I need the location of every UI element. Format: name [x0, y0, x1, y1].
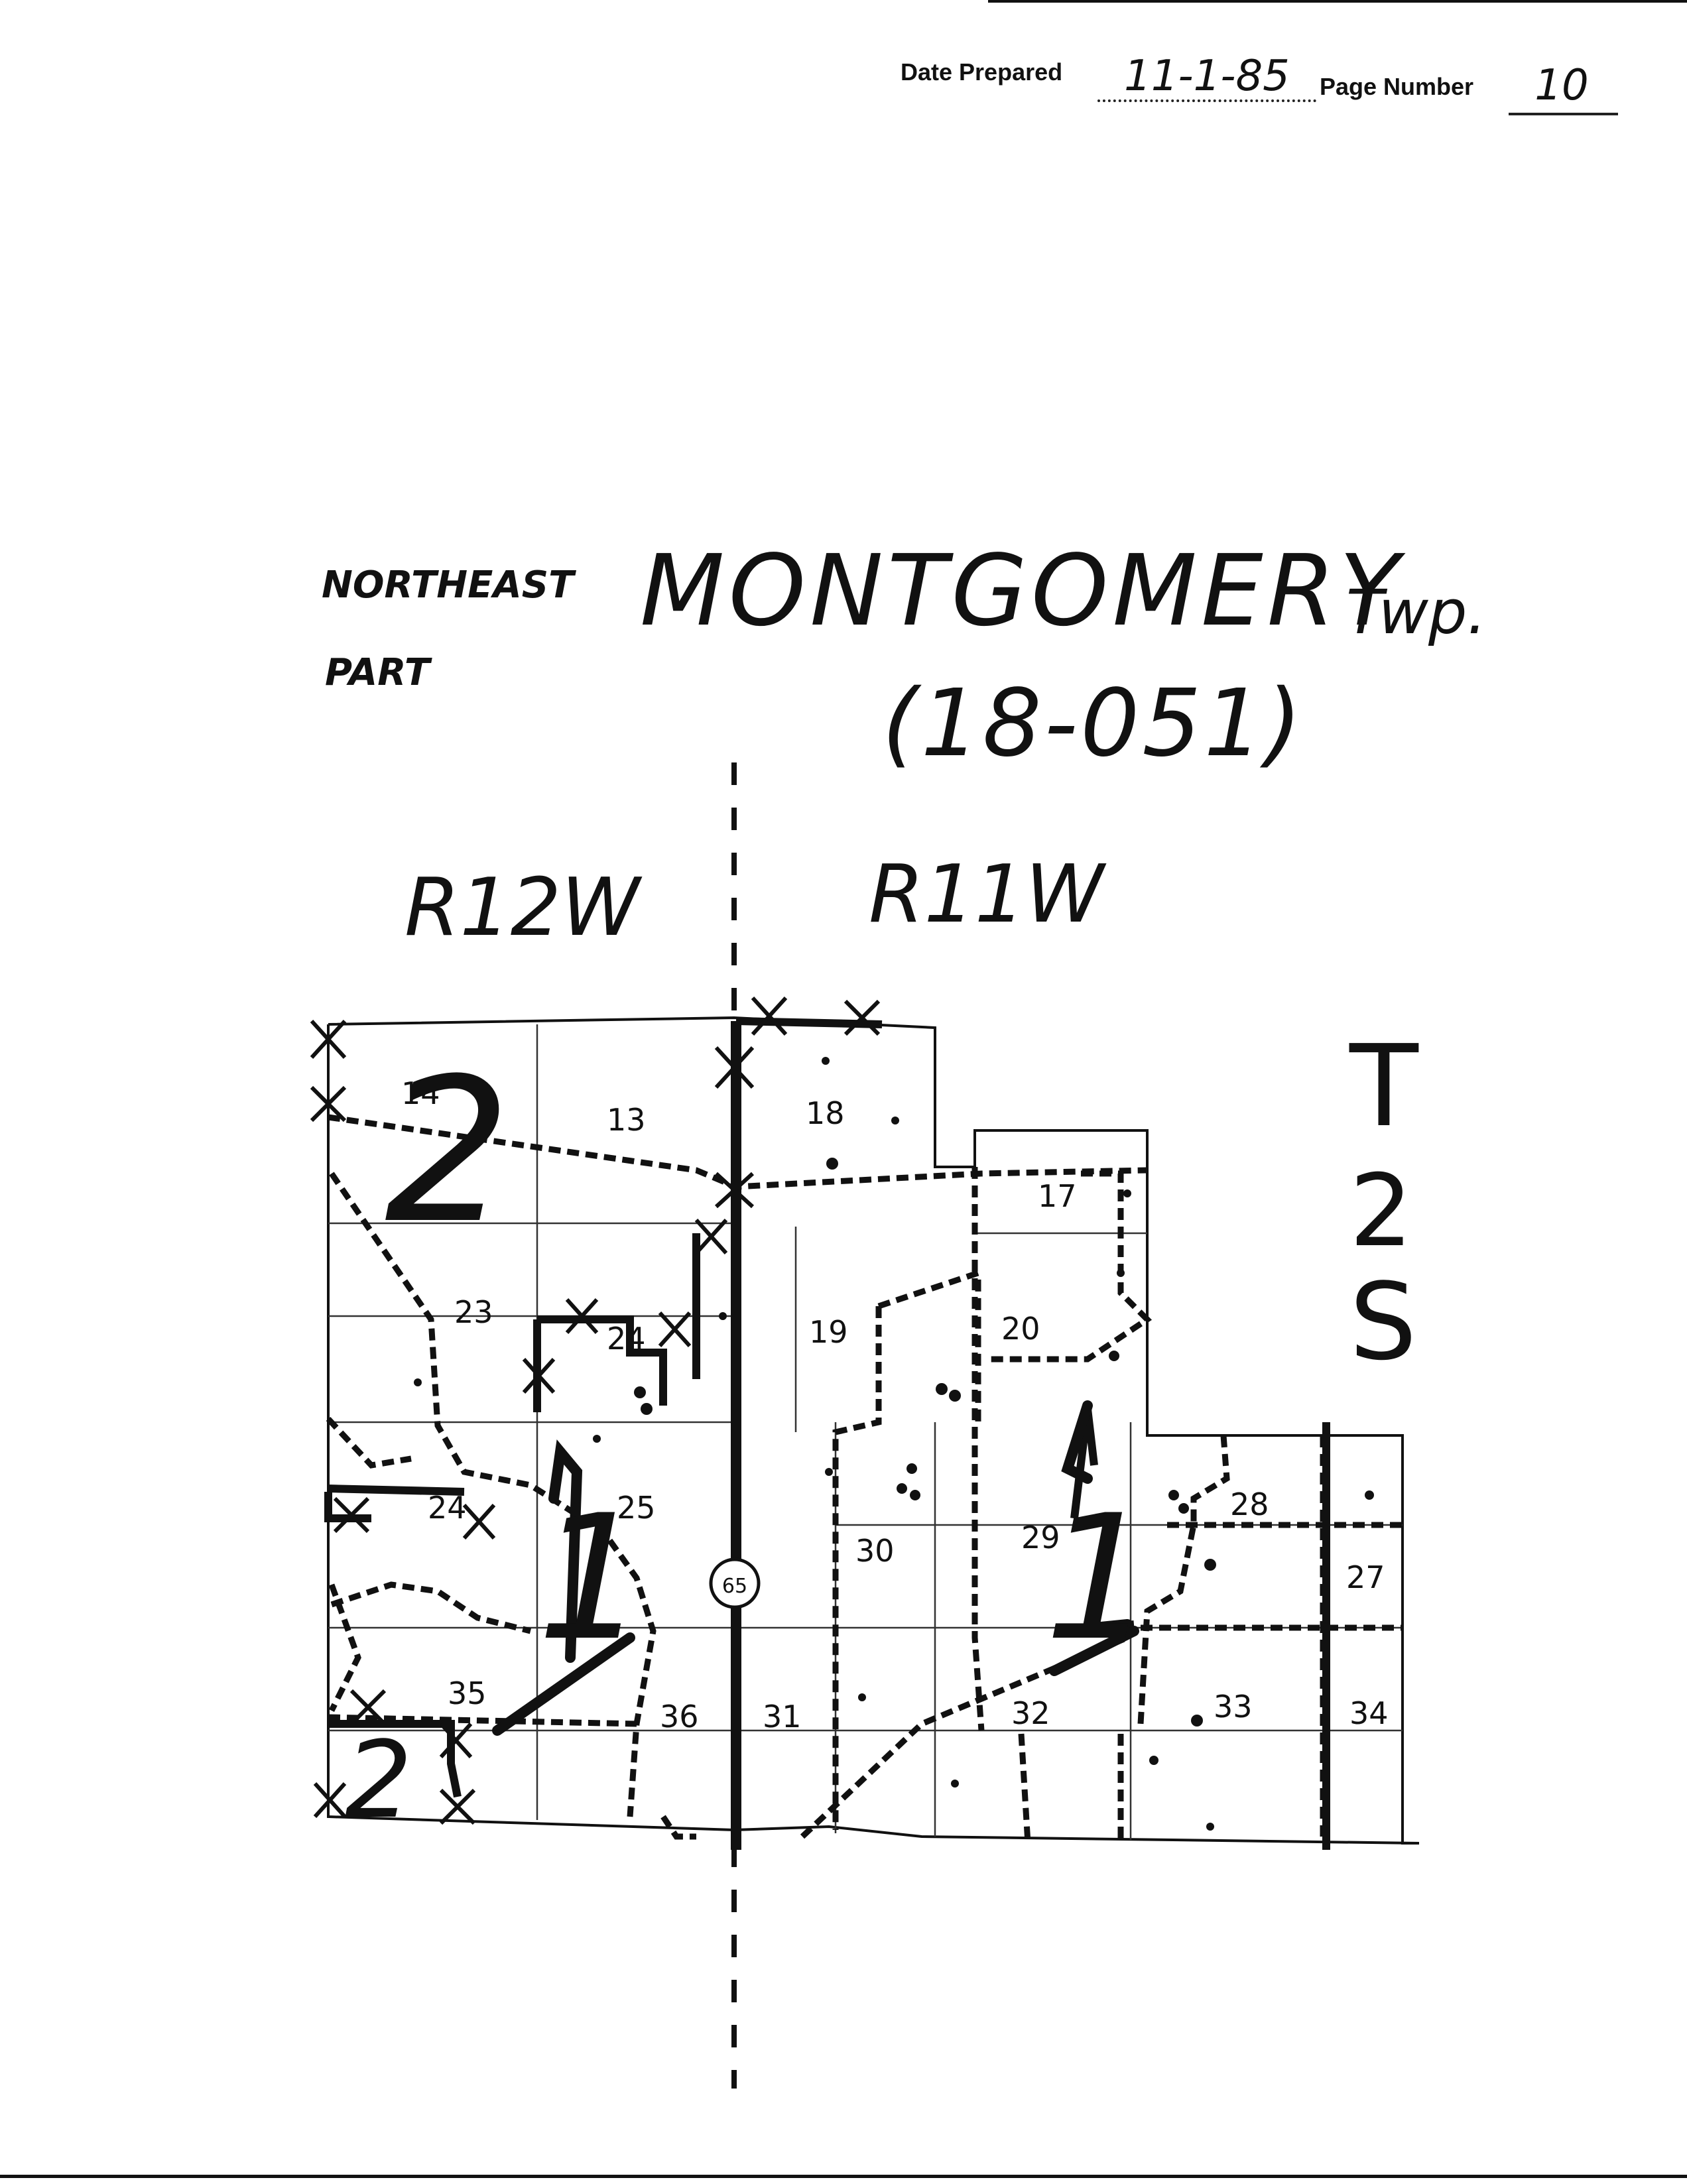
section-31: 31	[763, 1699, 802, 1734]
x-marks	[310, 996, 881, 1825]
section-24-upper: 24	[607, 1321, 646, 1357]
area-line-2: PART	[325, 651, 430, 694]
date-prepared-label: Date Prepared	[901, 58, 1063, 86]
section-24-lower: 24	[428, 1490, 467, 1526]
page-number-value: 10	[1534, 61, 1589, 110]
annotation-2-lower: 2	[345, 1718, 412, 1842]
section-13: 13	[607, 1102, 646, 1138]
dwelling-dots	[414, 1057, 1374, 1831]
section-14: 14	[401, 1075, 440, 1111]
section-17: 17	[1038, 1178, 1077, 1214]
section-23: 23	[454, 1294, 493, 1330]
area-line-1: NORTHEAST	[322, 564, 574, 607]
section-28: 28	[1230, 1486, 1269, 1522]
section-27: 27	[1346, 1559, 1385, 1595]
section-34: 34	[1349, 1695, 1389, 1731]
range-west-label: R12W	[405, 862, 640, 954]
section-18: 18	[806, 1095, 845, 1131]
page-number-label: Page Number	[1320, 73, 1474, 100]
section-33: 33	[1214, 1689, 1253, 1725]
section-30: 30	[855, 1533, 895, 1569]
township-abbrev: Twp.	[1346, 577, 1487, 648]
annotation-1-east: 1	[1044, 1479, 1154, 1679]
date-underline	[1097, 99, 1316, 102]
section-32: 32	[1011, 1695, 1050, 1731]
township-code: (18-051)	[882, 670, 1305, 778]
section-20: 20	[1001, 1311, 1040, 1347]
section-29: 29	[1021, 1520, 1060, 1555]
township-letter-t: T	[1349, 1021, 1418, 1152]
township-number: 2	[1349, 1154, 1413, 1269]
route-shield: 65	[709, 1557, 761, 1609]
township-name: MONTGOMERY	[640, 534, 1403, 648]
annotation-1-west: 1	[537, 1479, 647, 1679]
date-prepared-value: 11-1-85	[1124, 52, 1290, 101]
handwritten-strokes	[492, 1400, 1139, 1736]
range-east-label: R11W	[869, 849, 1104, 941]
section-36: 36	[660, 1699, 699, 1734]
section-35: 35	[448, 1675, 487, 1711]
section-19: 19	[809, 1314, 848, 1350]
township-letter-s: S	[1349, 1260, 1417, 1384]
top-edge-rule	[988, 0, 1687, 3]
route-number: 65	[722, 1575, 747, 1598]
page-underline	[1509, 113, 1618, 115]
bottom-edge-rule	[0, 2175, 1687, 2178]
section-25: 25	[617, 1490, 656, 1526]
annotation-2-upper: 2	[385, 1036, 511, 1267]
